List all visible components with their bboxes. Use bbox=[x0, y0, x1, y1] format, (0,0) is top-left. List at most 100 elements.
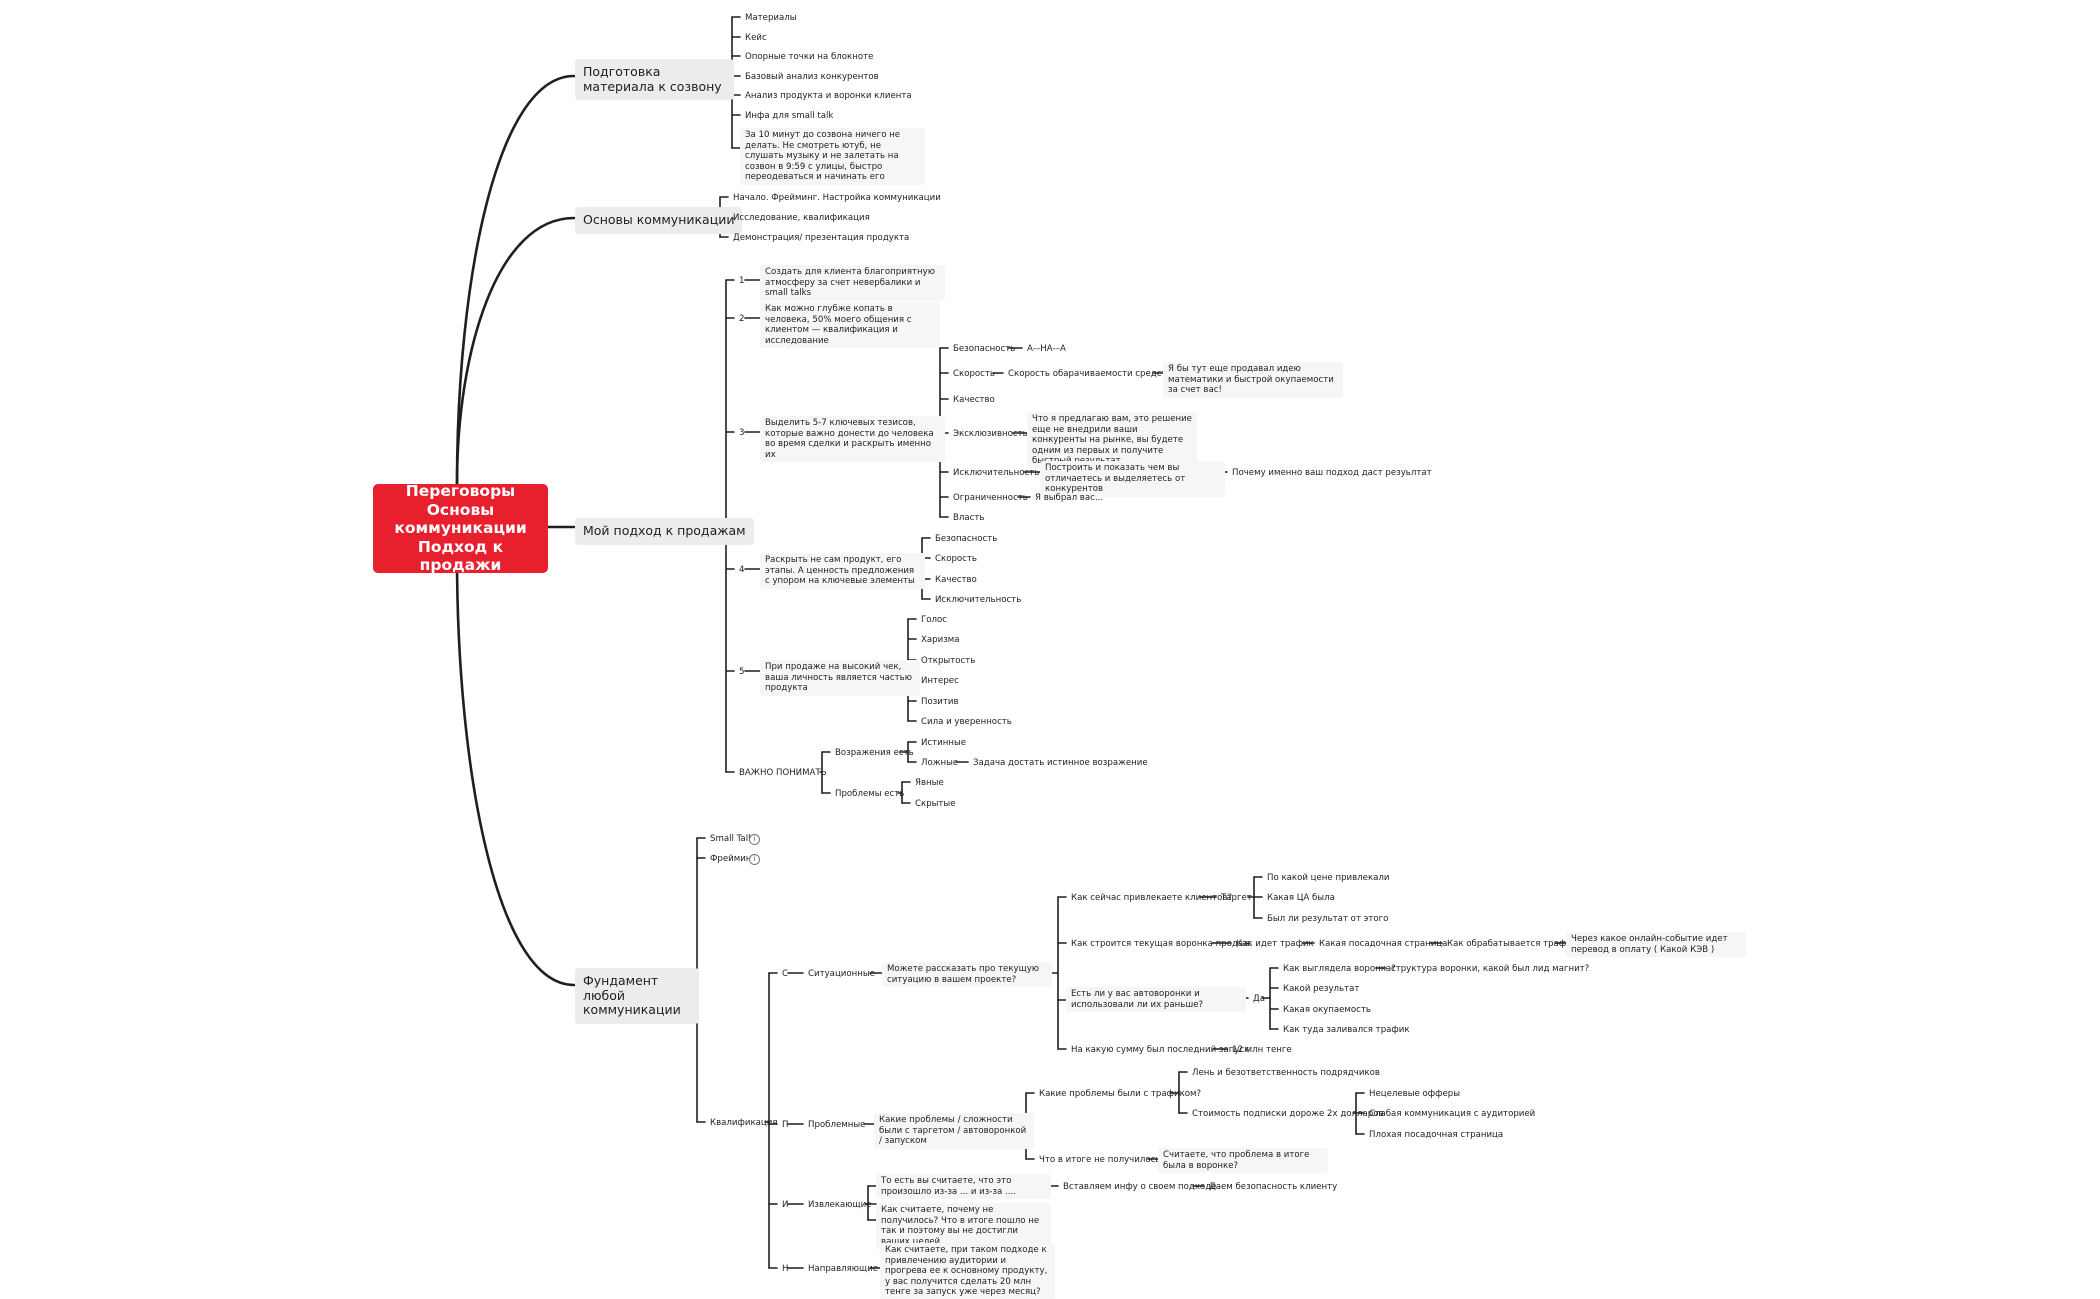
failed-answer[interactable]: Считаете, что проблема в итоге была в во… bbox=[1158, 1148, 1328, 1174]
small-talk-node[interactable]: Small Talk bbox=[710, 834, 754, 844]
objection-false-note[interactable]: Задача достать истинное возражение bbox=[973, 758, 1148, 768]
thesis-unique-sub[interactable]: Построить и показать чем вы отличаетесь … bbox=[1040, 461, 1225, 497]
subscription-cause[interactable]: Плохая посадочная страница bbox=[1369, 1130, 1504, 1140]
basics-item[interactable]: Исследование, квалификация bbox=[733, 213, 870, 223]
approach-thesis-5[interactable]: При продаже на высокий чек, ваша личност… bbox=[760, 660, 920, 696]
approach-number[interactable]: 1 bbox=[739, 276, 745, 286]
value-item[interactable]: Исключительность bbox=[935, 595, 1022, 605]
prep-item[interactable]: Базовый анализ конкурентов bbox=[745, 72, 879, 82]
extracting-question-1[interactable]: То есть вы считаете, что это произошло и… bbox=[876, 1174, 1051, 1200]
spin-letter-n[interactable]: Н bbox=[782, 1264, 789, 1274]
extracting-question-2[interactable]: Как считаете, почему не получилось? Что … bbox=[876, 1203, 1051, 1250]
thesis-unique[interactable]: Исключительность bbox=[953, 468, 1040, 478]
objections-label[interactable]: Возражения есть bbox=[835, 748, 914, 758]
subscription-cause[interactable]: Слабая коммуникация с аудиторией bbox=[1369, 1109, 1536, 1119]
value-item[interactable]: Скорость bbox=[935, 554, 977, 564]
thesis-limited-note[interactable]: Я выбрал вас... bbox=[1035, 493, 1104, 503]
target-item[interactable]: Был ли результат от этого bbox=[1267, 914, 1389, 924]
thesis-safety-note[interactable]: А-–НА-–А bbox=[1027, 344, 1066, 354]
personality-item[interactable]: Сила и уверенность bbox=[921, 717, 1012, 727]
thesis-quality[interactable]: Качество bbox=[953, 395, 995, 405]
autofunnel-question[interactable]: Есть ли у вас автоворонки и использовали… bbox=[1066, 987, 1246, 1013]
branch-foundation[interactable]: Фундамент любой коммуникации bbox=[575, 968, 699, 1024]
branch-sales-approach[interactable]: Мой подход к продажам bbox=[575, 518, 754, 545]
approach-number[interactable]: 2 bbox=[739, 314, 745, 324]
important-label[interactable]: ВАЖНО ПОНИМАТЬ bbox=[739, 768, 827, 778]
last-launch-question[interactable]: На какую сумму был последний запуск bbox=[1071, 1045, 1250, 1055]
basics-item[interactable]: Начало. Фрейминг. Настройка коммуникации bbox=[733, 193, 941, 203]
problem-hidden[interactable]: Скрытые bbox=[915, 799, 956, 809]
funnel-look-question[interactable]: Как выглядела воронка? bbox=[1283, 964, 1396, 974]
traffic-question[interactable]: Как идет трафик bbox=[1236, 939, 1314, 949]
objection-false[interactable]: Ложные bbox=[921, 758, 959, 768]
problem-question[interactable]: Какие проблемы / сложности были с таргет… bbox=[874, 1113, 1034, 1149]
landing-question[interactable]: Какая посадочная страница bbox=[1319, 939, 1448, 949]
approach-thesis-3[interactable]: Выделить 5-7 ключевых тезисов, которые в… bbox=[760, 416, 945, 463]
last-launch-answer[interactable]: 12 млн тенге bbox=[1232, 1045, 1292, 1055]
autofunnel-item[interactable]: Как туда заливался трафик bbox=[1283, 1025, 1410, 1035]
subscription-cause[interactable]: Нецелевые офферы bbox=[1369, 1089, 1461, 1099]
target-item[interactable]: Какая ЦА была bbox=[1267, 893, 1335, 903]
problems-label[interactable]: Проблемы есть bbox=[835, 789, 905, 799]
thesis-power[interactable]: Власть bbox=[953, 513, 985, 523]
failed-question[interactable]: Что в итоге не получилось? bbox=[1039, 1155, 1165, 1165]
guiding-question[interactable]: Как считаете, при таком подходе к привле… bbox=[880, 1243, 1055, 1299]
processing-note[interactable]: Через какое онлайн-событие идет перевод … bbox=[1566, 932, 1746, 958]
personality-item[interactable]: Позитив bbox=[921, 697, 959, 707]
situational-question[interactable]: Можете рассказать про текущую ситуацию в… bbox=[882, 962, 1052, 988]
prep-item[interactable]: Материалы bbox=[745, 13, 797, 23]
traffic-problems-question[interactable]: Какие проблемы были с трафиком? bbox=[1039, 1089, 1202, 1099]
processing-question[interactable]: Как обрабатывается трафик bbox=[1447, 939, 1578, 949]
qualification-node[interactable]: Квалификация bbox=[710, 1118, 778, 1128]
approach-thesis-2[interactable]: Как можно глубже копать в человека, 50% … bbox=[760, 302, 940, 349]
personality-item[interactable]: Голос bbox=[921, 615, 947, 625]
personality-item[interactable]: Интерес bbox=[921, 676, 959, 686]
approach-number[interactable]: 5 bbox=[739, 667, 745, 677]
situational-label[interactable]: Ситуационные bbox=[808, 969, 875, 979]
thesis-limited[interactable]: Ограниченность bbox=[953, 493, 1028, 503]
funnel-question[interactable]: Как строится текущая воронка продаж bbox=[1071, 939, 1251, 949]
prep-item[interactable]: Анализ продукта и воронки клиента bbox=[745, 91, 912, 101]
insert-approach-node[interactable]: Вставляем инфу о своем подходе bbox=[1063, 1182, 1217, 1192]
root-topic[interactable]: Переговоры Основы коммуникации Подход к … bbox=[373, 482, 548, 574]
problem-label[interactable]: Проблемные bbox=[808, 1120, 866, 1130]
extracting-label[interactable]: Извлекающие bbox=[808, 1200, 872, 1210]
target-item[interactable]: По какой цене привлекали bbox=[1267, 873, 1390, 883]
note-icon[interactable]: i bbox=[749, 854, 760, 865]
prep-item[interactable]: Опорные точки на блокноте bbox=[745, 52, 874, 62]
approach-number[interactable]: 4 bbox=[739, 565, 745, 575]
approach-thesis-4[interactable]: Раскрыть не сам продукт, его этапы. А це… bbox=[760, 553, 925, 589]
guiding-label[interactable]: Направляющие bbox=[808, 1264, 878, 1274]
funnel-look-note[interactable]: структура воронки, какой был лид магнит? bbox=[1391, 964, 1590, 974]
objection-true[interactable]: Истинные bbox=[921, 738, 967, 748]
branch-preparation[interactable]: Подготовка материала к созвону bbox=[575, 59, 734, 100]
basics-item[interactable]: Демонстрация/ презентация продукта bbox=[733, 233, 910, 243]
approach-number[interactable]: 3 bbox=[739, 428, 745, 438]
thesis-safety[interactable]: Безопасность bbox=[953, 344, 1016, 354]
value-item[interactable]: Безопасность bbox=[935, 534, 998, 544]
spin-letter-c[interactable]: С bbox=[782, 969, 789, 979]
yes-node[interactable]: Да bbox=[1253, 994, 1265, 1004]
approach-thesis-1[interactable]: Создать для клиента благоприятную атмосф… bbox=[760, 265, 945, 301]
thesis-speed-note[interactable]: Я бы тут еще продавал идею математики и … bbox=[1163, 362, 1343, 398]
traffic-problem[interactable]: Лень и безответственность подрядчиков bbox=[1192, 1068, 1380, 1078]
personality-item[interactable]: Харизма bbox=[921, 635, 960, 645]
branch-communication-basics[interactable]: Основы коммуникации bbox=[575, 207, 743, 234]
give-safety-node[interactable]: Даем безопасность клиенту bbox=[1209, 1182, 1338, 1192]
spin-letter-p[interactable]: П bbox=[782, 1120, 789, 1130]
prep-item[interactable]: Инфа для small talk bbox=[745, 111, 834, 121]
note-icon[interactable]: i bbox=[749, 834, 760, 845]
personality-item[interactable]: Открытость bbox=[921, 656, 976, 666]
target-node[interactable]: Таргет bbox=[1221, 893, 1252, 903]
autofunnel-item[interactable]: Какая окупаемость bbox=[1283, 1005, 1371, 1015]
thesis-speed[interactable]: Скорость bbox=[953, 369, 995, 379]
autofunnel-item[interactable]: Какой результат bbox=[1283, 984, 1360, 994]
traffic-problem[interactable]: Стоимость подписки дороже 2х долларов bbox=[1192, 1109, 1384, 1119]
value-item[interactable]: Качество bbox=[935, 575, 977, 585]
thesis-unique-note[interactable]: Почему именно ваш подход даст резуьлтат bbox=[1232, 468, 1432, 478]
clients-question[interactable]: Как сейчас привлекаете клиентов? bbox=[1071, 893, 1233, 903]
thesis-speed-sub[interactable]: Скорость обарачиваемости средств bbox=[1008, 369, 1172, 379]
problem-explicit[interactable]: Явные bbox=[915, 778, 944, 788]
prep-item[interactable]: Кейс bbox=[745, 33, 767, 43]
framing-node[interactable]: Фрейминг bbox=[710, 854, 756, 864]
